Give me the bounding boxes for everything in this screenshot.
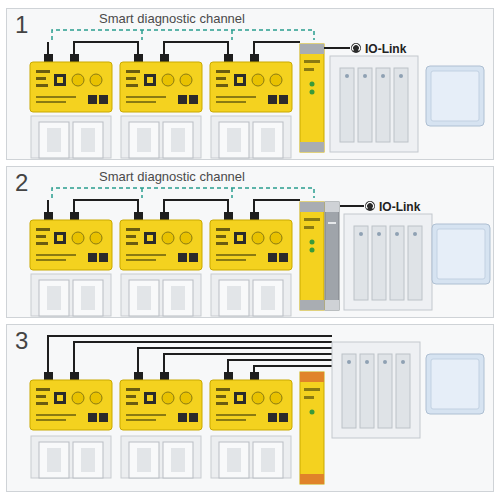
- safety-sensor: [30, 372, 112, 430]
- panel-one-art: [30, 30, 484, 158]
- safety-sensor: [120, 372, 202, 430]
- protocol-label: IO-Link: [365, 42, 406, 56]
- io-link-wire: [324, 47, 350, 49]
- guard-door: [121, 436, 201, 478]
- io-link-wire: [340, 205, 364, 207]
- safety-sensor: [210, 372, 292, 430]
- guard-door: [31, 274, 111, 316]
- io-link-icon: [365, 201, 375, 211]
- panel-three-art: [30, 336, 484, 484]
- panel-box: 3: [6, 324, 494, 492]
- io-link-module: [325, 202, 339, 310]
- io-link-icon: [351, 43, 361, 53]
- sensor-cable: [48, 42, 300, 54]
- plc-unit: [330, 56, 418, 152]
- safety-relay: [300, 202, 324, 310]
- guard-door: [211, 116, 291, 158]
- guard-door: [31, 436, 111, 478]
- channel-label: Smart diagnostic channel: [99, 11, 245, 27]
- protocol-label: IO-Link: [379, 200, 420, 214]
- sensor-cable: [48, 336, 332, 372]
- panel-number: 3: [15, 327, 28, 355]
- channel-label: Smart diagnostic channel: [99, 169, 245, 185]
- panel-box: 2 Smart diagnostic channelIO-Link: [6, 166, 494, 318]
- safety-relay: [300, 372, 324, 484]
- safety-sensor: [30, 212, 112, 270]
- safety-sensor: [30, 54, 112, 112]
- hmi-screen: [432, 224, 490, 284]
- panel-number: 1: [15, 11, 28, 39]
- plc-unit: [332, 342, 420, 438]
- panel-two-art: [30, 188, 490, 316]
- safety-sensor: [210, 212, 292, 270]
- plc-unit: [344, 214, 432, 310]
- safety-sensor: [120, 54, 202, 112]
- diagnostic-line: [52, 30, 314, 40]
- guard-door: [121, 116, 201, 158]
- sensor-cable: [48, 200, 300, 212]
- safety-sensor: [210, 54, 292, 112]
- guard-door: [211, 274, 291, 316]
- panel-number: 2: [15, 169, 28, 197]
- guard-door: [121, 274, 201, 316]
- panel-box: 1 Smart diagnostic channelIO-Link: [6, 8, 494, 160]
- diagnostic-line: [52, 188, 314, 198]
- hmi-screen: [426, 66, 484, 126]
- safety-sensor: [120, 212, 202, 270]
- guard-door: [211, 436, 291, 478]
- guard-door: [31, 116, 111, 158]
- hmi-screen: [426, 354, 484, 414]
- safety-relay: [300, 44, 324, 152]
